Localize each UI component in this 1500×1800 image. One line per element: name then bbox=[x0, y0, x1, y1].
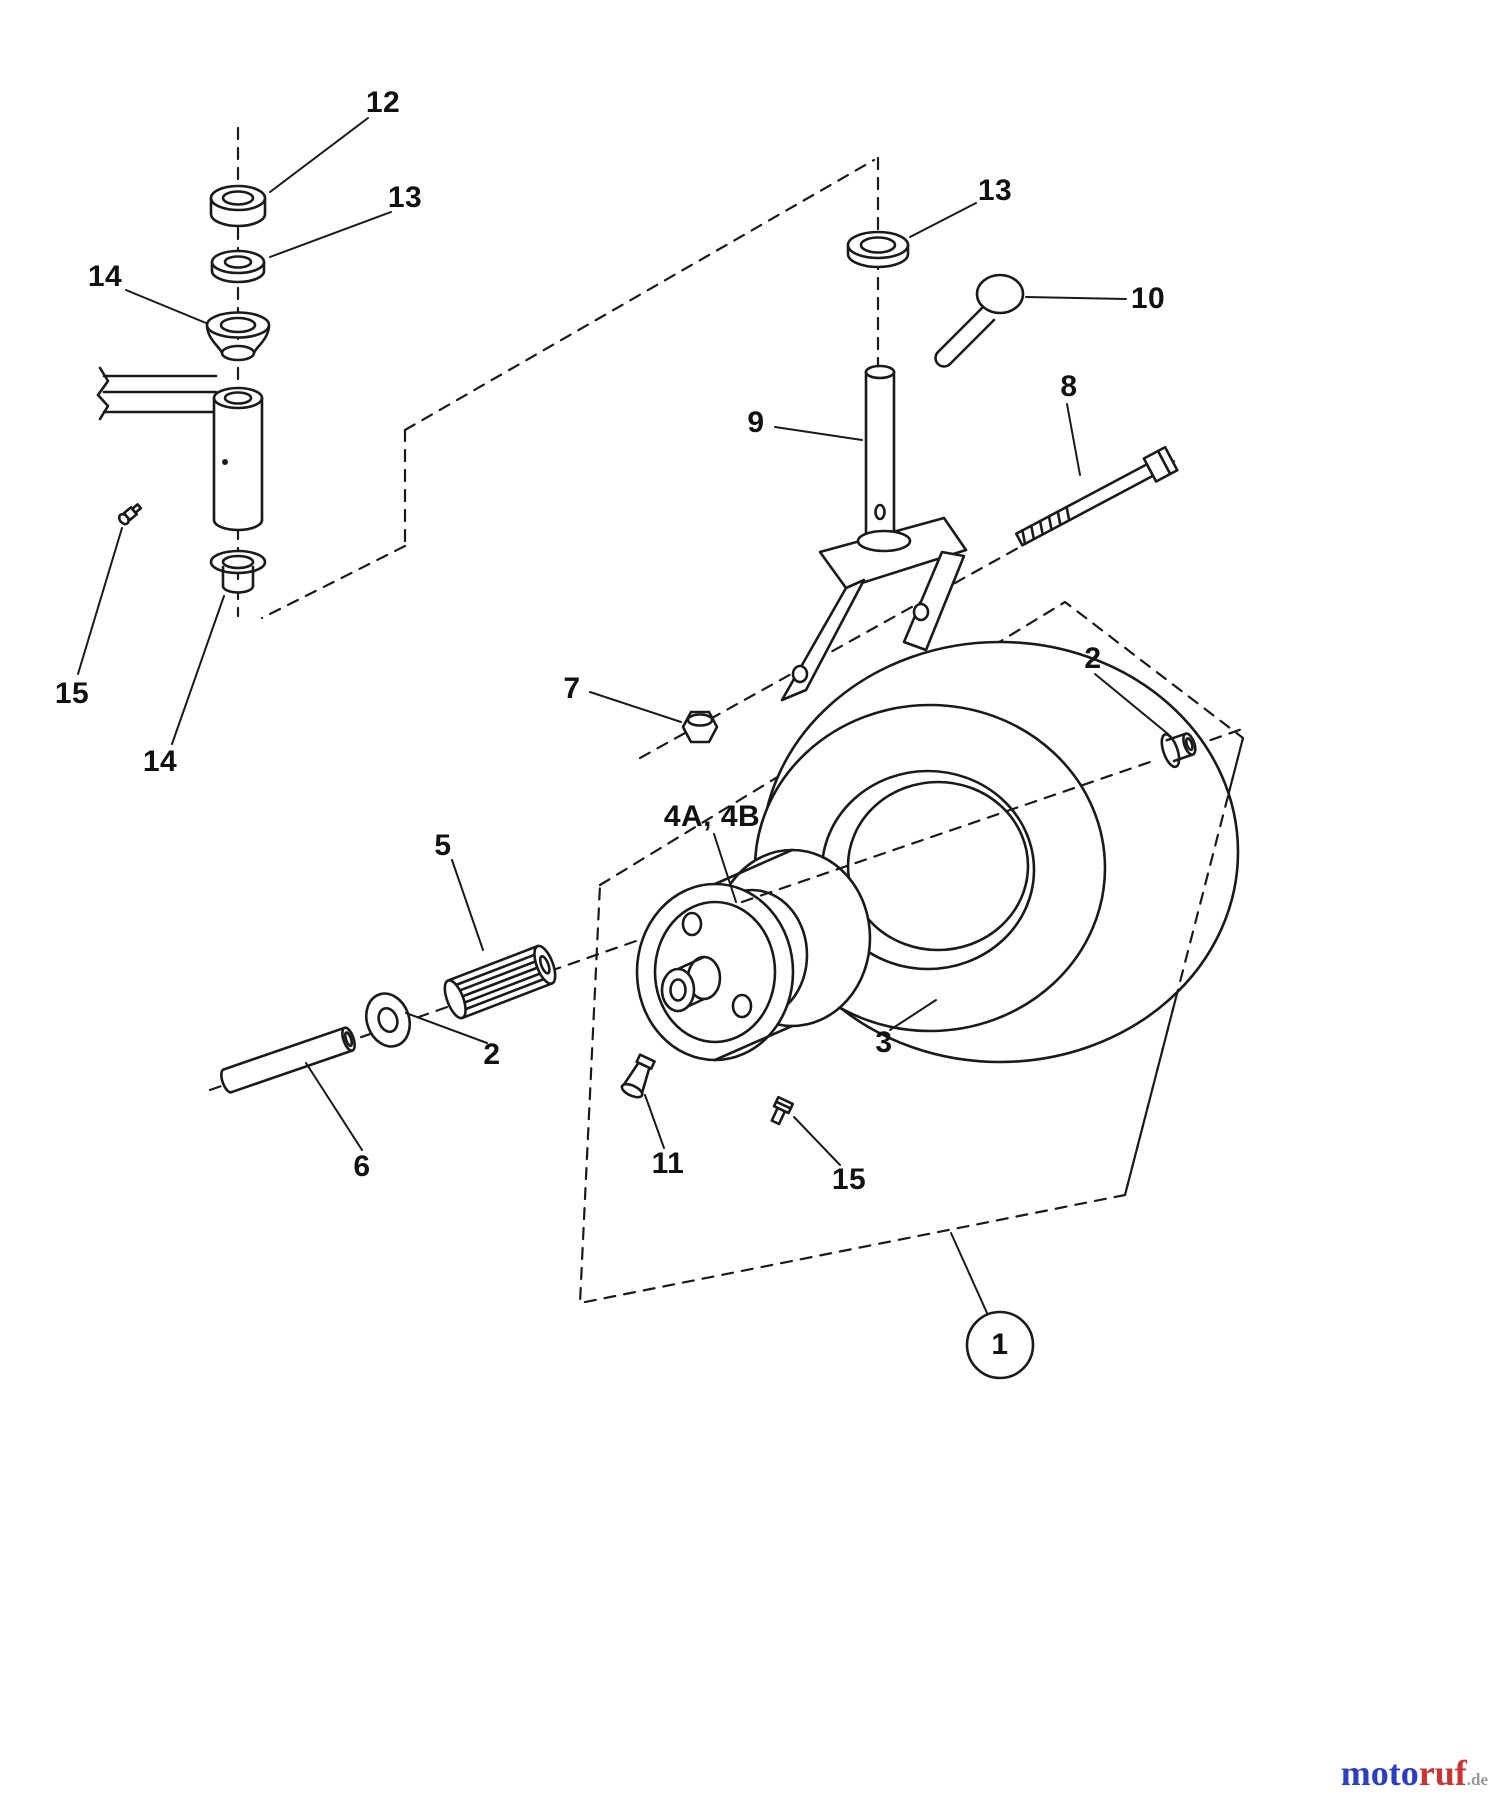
dashed-axis-over-tire bbox=[740, 736, 1245, 1197]
small-screw bbox=[770, 1095, 795, 1126]
bushing-right bbox=[1160, 732, 1197, 769]
part-label-15a: 15 bbox=[54, 677, 90, 710]
part-label-3: 3 bbox=[875, 1026, 893, 1059]
splined-spacer bbox=[443, 944, 557, 1020]
part-label-5: 5 bbox=[434, 829, 452, 862]
part-label-8: 8 bbox=[1060, 370, 1078, 403]
part-label-12: 12 bbox=[365, 86, 401, 119]
hub-assembly bbox=[635, 848, 872, 1062]
hex-bolt bbox=[1014, 445, 1179, 547]
part-label-9: 9 bbox=[747, 406, 765, 439]
watermark-part1: moto bbox=[1340, 1753, 1419, 1793]
part-label-2a: 2 bbox=[1084, 642, 1102, 675]
pivot-assembly bbox=[96, 184, 271, 594]
part-label-6: 6 bbox=[353, 1150, 371, 1183]
leader-lines bbox=[77, 117, 1169, 1314]
part-label-7: 7 bbox=[563, 672, 581, 705]
part-label-13a: 13 bbox=[387, 181, 423, 214]
watermark-suffix: .de bbox=[1466, 1770, 1488, 1789]
part-label-13b: 13 bbox=[977, 174, 1013, 207]
tire bbox=[753, 640, 1240, 1064]
part-label-4a-4b: 4A, 4B bbox=[663, 800, 761, 833]
axle-tube bbox=[220, 1026, 356, 1094]
grease-fitting bbox=[117, 503, 143, 526]
callout-label-1: 1 bbox=[991, 1328, 1009, 1361]
callout-circle bbox=[965, 1310, 1035, 1380]
caster-fork-assembly bbox=[681, 230, 1179, 744]
klik-pin bbox=[934, 273, 1025, 368]
part-label-10: 10 bbox=[1130, 282, 1166, 315]
hex-nut bbox=[681, 710, 719, 744]
valve-stem bbox=[620, 1053, 656, 1099]
watermark-part2: ruf bbox=[1418, 1753, 1467, 1793]
axle-parts bbox=[220, 732, 1197, 1126]
part-label-15b: 15 bbox=[831, 1163, 867, 1196]
part-label-11: 11 bbox=[651, 1147, 685, 1180]
bushing-left bbox=[364, 992, 412, 1048]
part-label-2b: 2 bbox=[483, 1038, 501, 1071]
part-label-14b: 14 bbox=[142, 745, 178, 778]
watermark-logo[interactable]: motoruf.de bbox=[1341, 1752, 1488, 1794]
part-label-14a: 14 bbox=[87, 260, 123, 293]
